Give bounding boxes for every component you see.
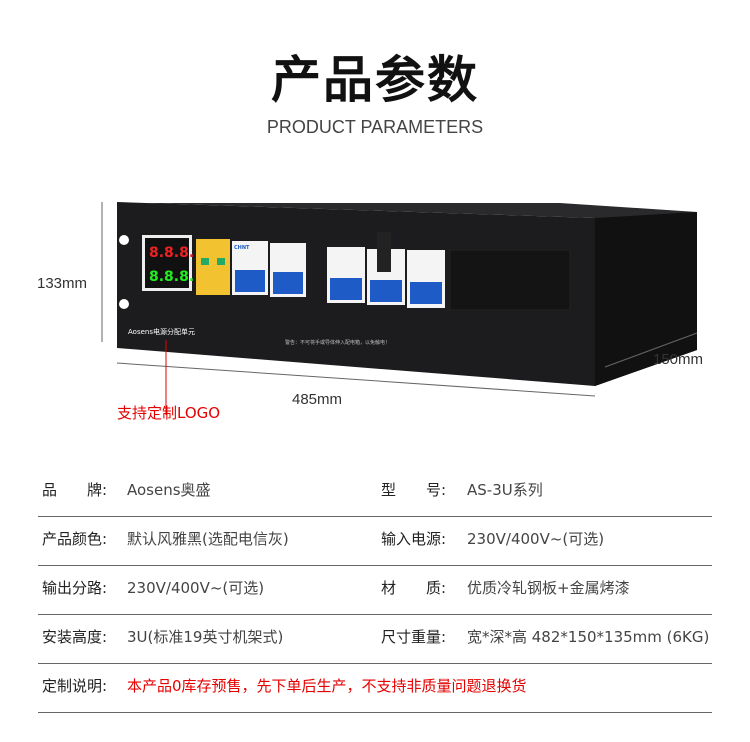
page-subtitle: PRODUCT PARAMETERS (266, 117, 484, 137)
spec-value: 宽*深*高 482*150*135mm (6KG) (467, 628, 710, 646)
spec-label: 输入电源: (381, 530, 447, 548)
spec-row: 产品颜色: 默认风雅黑(选配电信灰) 输入电源: 230V/400V~(可选) (38, 516, 712, 566)
spec-label: 产品颜色: (42, 530, 108, 548)
dimension-depth: 150mm (653, 351, 704, 368)
spec-row-custom: 定制说明: 本产品0库存预售，先下单后生产，不支持非质量问题退换货 (38, 663, 712, 713)
panel-label: Aosens电源分配单元 (128, 327, 195, 336)
spec-label: 定制说明: (42, 677, 108, 695)
dimension-height: 133mm (37, 275, 88, 292)
surge-protector (196, 239, 230, 295)
spec-value: AS-3U系列 (467, 481, 543, 499)
spec-label: 型 号: (381, 481, 447, 499)
spec-label: 品 牌: (42, 481, 108, 499)
spec-value: Aosens奥盛 (127, 481, 211, 499)
spec-value: 默认风雅黑(选配电信灰) (127, 530, 289, 548)
custom-note: 本产品0库存预售，先下单后生产，不支持非质量问题退换货 (127, 677, 527, 695)
spec-row: 安装高度: 3U(标准19英寸机架式) 尺寸重量: 宽*深*高 482*150*… (38, 614, 712, 664)
spec-label: 安装高度: (42, 628, 108, 646)
logo-note: 支持定制LOGO (117, 404, 221, 422)
page-title: 产品参数 (271, 51, 479, 109)
spec-row: 输出分路: 230V/400V~(可选) 材 质: 优质冷轧钢板+金属烤漆 (38, 565, 712, 615)
spec-value: 优质冷轧钢板+金属烤漆 (467, 579, 630, 597)
warning-text: 警告：不可将手或导体伸入配电箱，以免触电！ (285, 339, 390, 346)
blank-slots (449, 249, 571, 311)
breaker-brand: CHNT (234, 245, 250, 251)
spec-row: 品 牌: Aosens奥盛 型 号: AS-3U系列 (38, 467, 712, 517)
spec-value: 230V/400V~(可选) (467, 530, 605, 548)
product-image: 8.8.8. 8.8.8. CHNT Aosens电源分配单元 警告：不可将手或… (101, 202, 698, 415)
spec-value: 230V/400V~(可选) (127, 579, 265, 597)
breaker-group: CHNT (232, 232, 445, 308)
spec-label: 材 质: (381, 579, 447, 597)
display-bottom: 8.8.8. (149, 269, 194, 285)
voltmeter-display: 8.8.8. 8.8.8. (142, 235, 194, 291)
display-top: 8.8.8. (149, 245, 194, 261)
spec-value: 3U(标准19英寸机架式) (127, 628, 284, 646)
spec-label: 尺寸重量: (381, 628, 447, 646)
spec-label: 输出分路: (42, 579, 108, 597)
dimension-width: 485mm (292, 391, 343, 408)
